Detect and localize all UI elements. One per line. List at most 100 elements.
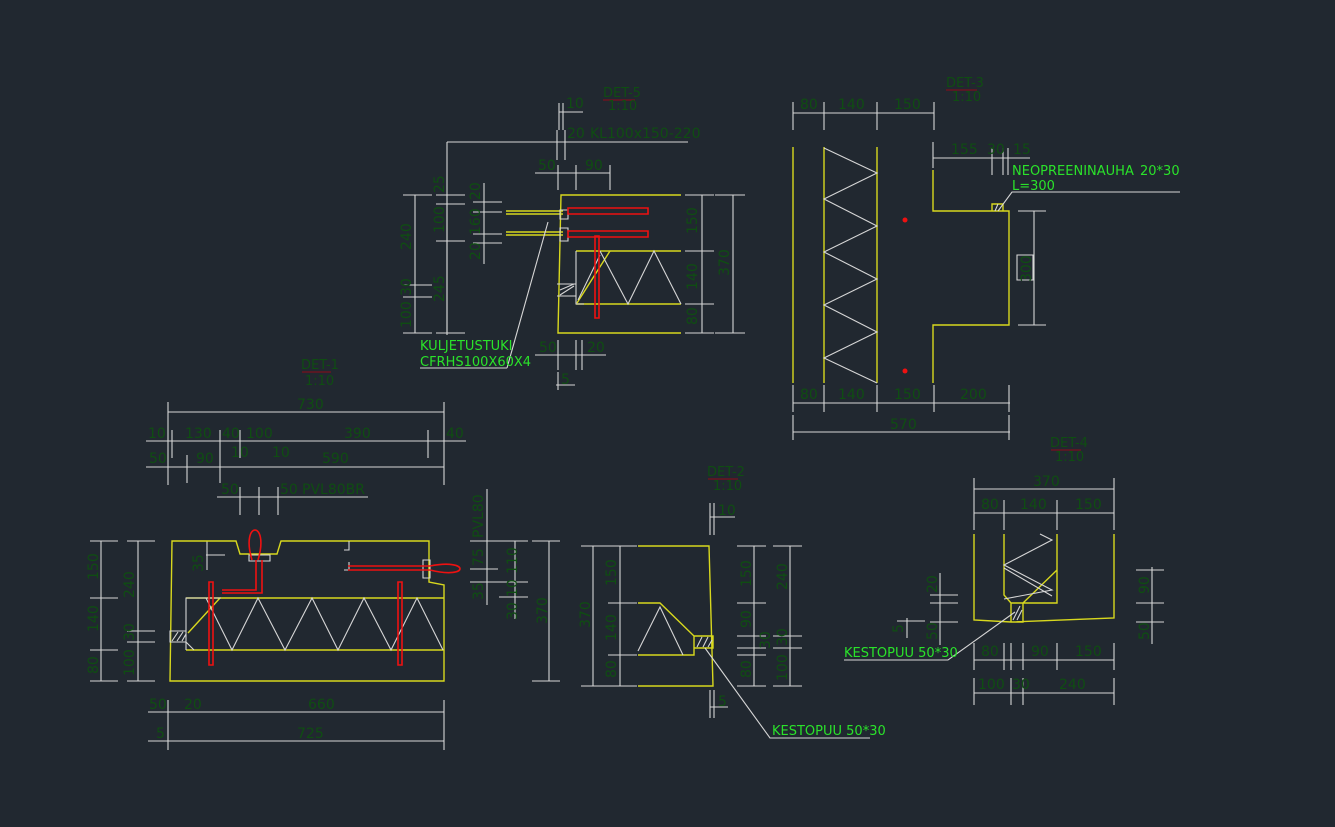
label-neopreeninauha-size: 20*30 bbox=[1140, 164, 1180, 179]
beam-section bbox=[506, 194, 682, 334]
dim-text: 150 bbox=[685, 207, 701, 234]
detail-scale: 1:10 bbox=[952, 90, 981, 105]
dim-text: 100 bbox=[432, 206, 448, 233]
dim-text: 80 bbox=[739, 660, 755, 678]
dim-text: 50 bbox=[538, 158, 556, 174]
dim-text: 240 bbox=[775, 563, 791, 590]
detail-scale: 1:10 bbox=[713, 479, 742, 494]
dimension-lines bbox=[897, 478, 1164, 705]
dim-text: 240 bbox=[399, 223, 415, 250]
dim-text: 570 bbox=[890, 417, 917, 433]
detail-scale: 1:10 bbox=[305, 374, 334, 389]
dim-text: 35 bbox=[191, 554, 207, 572]
wall-cross-section bbox=[844, 533, 1115, 661]
dim-text: 30 bbox=[505, 602, 521, 620]
dim-text: 10 bbox=[718, 503, 736, 519]
dim-text: PVL80 bbox=[471, 494, 487, 538]
dim-text: 90 bbox=[196, 451, 214, 467]
dim-text: 10 bbox=[566, 96, 584, 112]
dim-text: 245 bbox=[432, 275, 448, 302]
detail-det-3: DET-3 1:10 80 140 150 155 30 15 300 80 1… bbox=[792, 76, 1180, 440]
dim-text: 100 bbox=[246, 426, 273, 442]
dim-text: 20 bbox=[184, 697, 202, 713]
dim-text: 50 bbox=[1137, 622, 1153, 640]
label-cfrhs: CFRHS100X60X4 bbox=[420, 355, 531, 370]
dim-text: 110 bbox=[505, 547, 521, 574]
dim-text: 20 bbox=[468, 242, 484, 260]
dim-text: 100 bbox=[399, 301, 415, 328]
leader-line bbox=[420, 221, 549, 369]
dim-text: 5 bbox=[718, 694, 727, 710]
dim-text: 40 bbox=[446, 426, 464, 442]
detail-title: DET-2 bbox=[707, 465, 745, 480]
dim-text: 90 bbox=[739, 610, 755, 628]
dim-text: 50 bbox=[539, 340, 557, 356]
dim-text: 80 bbox=[685, 307, 701, 325]
rebar-dot bbox=[902, 368, 908, 374]
dim-text: 140 bbox=[604, 614, 620, 641]
dim-text: 90 bbox=[1137, 576, 1153, 594]
dim-text: 80 bbox=[604, 660, 620, 678]
dimension-lines bbox=[403, 103, 745, 390]
dim-text: 90 bbox=[1031, 644, 1049, 660]
dim-text: 15 bbox=[1013, 142, 1031, 158]
dim-text: 10 bbox=[272, 445, 290, 461]
dim-text: 160 bbox=[468, 208, 484, 235]
dim-text: 100 bbox=[775, 654, 791, 681]
label-kestopuu: KESTOPUU 50*30 bbox=[844, 646, 958, 661]
dim-text: 20 bbox=[587, 340, 605, 356]
dim-text: 370 bbox=[1033, 474, 1060, 490]
wall-plan bbox=[792, 147, 1180, 384]
detail-scale: 1:10 bbox=[608, 99, 637, 114]
dim-text: 75 bbox=[471, 548, 487, 566]
dim-text: 10 bbox=[231, 445, 249, 461]
label-kestopuu: KESTOPUU 50*30 bbox=[772, 724, 886, 739]
dim-text: 660 bbox=[308, 697, 335, 713]
dim-text: 80 bbox=[981, 497, 999, 513]
dim-text: KL100x150-220 bbox=[590, 126, 700, 142]
dim-text: 100 bbox=[122, 649, 138, 676]
dim-text: 725 bbox=[297, 726, 324, 742]
dim-text: 240 bbox=[1059, 677, 1086, 693]
dim-text: 140 bbox=[1020, 497, 1047, 513]
dim-text: 150 bbox=[604, 559, 620, 586]
dim-text: 370 bbox=[578, 601, 594, 628]
rebar-dot bbox=[902, 217, 908, 223]
dim-text: 30 bbox=[758, 631, 774, 649]
dim-text: 150 bbox=[1075, 497, 1102, 513]
dim-text: 150 bbox=[739, 560, 755, 587]
dim-text: 20 bbox=[925, 575, 941, 593]
dim-text: 50 bbox=[221, 482, 239, 498]
dim-text: 140 bbox=[838, 387, 865, 403]
detail-title: DET-4 bbox=[1050, 436, 1088, 451]
dimension-lines bbox=[90, 402, 466, 750]
dim-text: 35 bbox=[471, 582, 487, 600]
dim-text: 150 bbox=[894, 387, 921, 403]
dim-text: 150 bbox=[1075, 644, 1102, 660]
dim-text: 40 bbox=[222, 426, 240, 442]
dim-text: 80 bbox=[800, 387, 818, 403]
label-neopreeninauha: NEOPREENINAUHA bbox=[1012, 164, 1134, 179]
detail-title: DET-5 bbox=[603, 86, 641, 101]
dim-text: 150 bbox=[86, 553, 102, 580]
dim-text: 130 bbox=[185, 426, 212, 442]
dim-text: 300 bbox=[1019, 255, 1035, 282]
dimension-lines bbox=[470, 489, 802, 718]
dim-text: 590 bbox=[322, 451, 349, 467]
dim-text: 155 bbox=[951, 142, 978, 158]
dim-text: 90 bbox=[585, 158, 603, 174]
detail-title: DET-1 bbox=[301, 358, 339, 373]
dim-text: 730 bbox=[297, 397, 324, 413]
dim-text: 390 bbox=[344, 426, 371, 442]
dim-text: PVL80BR bbox=[302, 482, 365, 498]
dim-text: 30 bbox=[775, 628, 791, 646]
dim-text: 140 bbox=[86, 605, 102, 632]
dim-text: 240 bbox=[122, 571, 138, 598]
dimension-lines bbox=[792, 102, 1046, 440]
detail-det-5: DET-5 1:10 10 20 KL100x150-220 50 90 240… bbox=[399, 86, 745, 390]
dim-text: 20 bbox=[567, 126, 585, 142]
dim-text: 80 bbox=[981, 644, 999, 660]
dim-text: 370 bbox=[535, 597, 551, 624]
dim-text: 30 bbox=[399, 278, 415, 296]
